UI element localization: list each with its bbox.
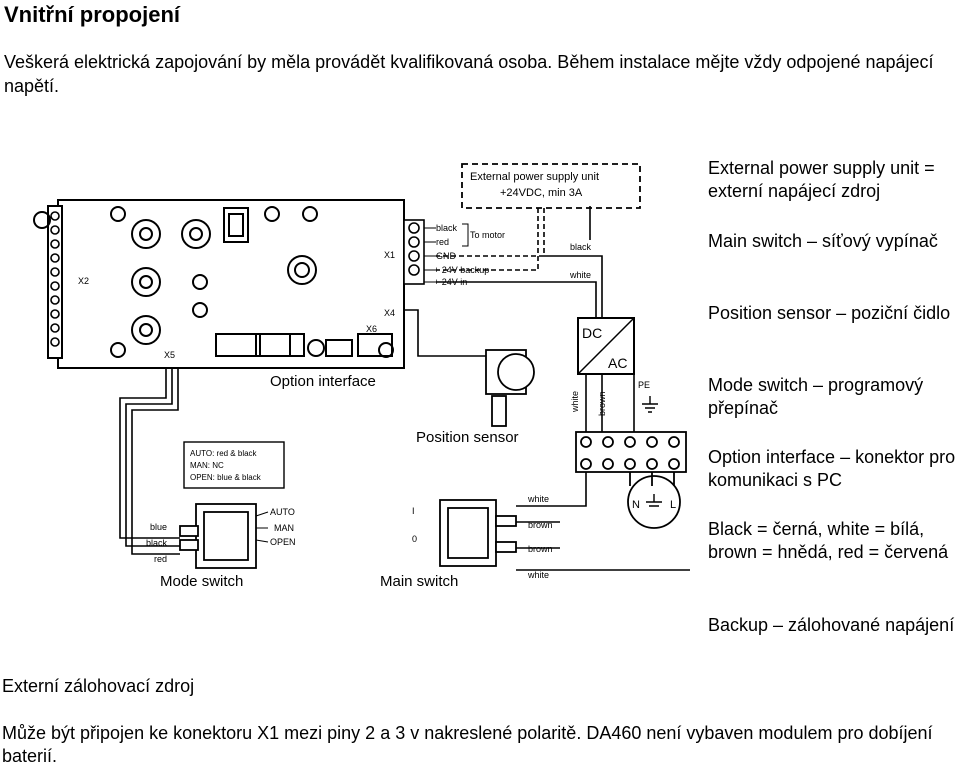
ms-red-label: red <box>154 554 167 564</box>
ms-open-label: OPEN <box>270 537 296 547</box>
mode-note-box <box>183 441 285 489</box>
pe-label: PE <box>638 380 650 390</box>
ms-auto-label: AUTO <box>270 507 295 517</box>
x2-label: X2 <box>78 276 89 286</box>
mode-switch-label: Mode switch <box>160 573 243 590</box>
psu-box-line1: External power supply unit <box>470 171 599 183</box>
mode-note-line3: OPEN: blue & black <box>190 473 262 482</box>
dc-ac-converter: DC AC <box>577 317 635 375</box>
main-switch-label: Main switch <box>380 573 458 590</box>
wire-black-label: black <box>570 242 592 252</box>
sensor-wire <box>404 309 486 357</box>
main-switch-wires <box>516 472 690 571</box>
position-sensor <box>485 349 535 427</box>
psu-box-line2: +24VDC, min 3A <box>500 187 583 199</box>
x1-connector <box>403 219 425 285</box>
x1-terminal-labels: black red GND + 24V backup + 24V in To m… <box>424 223 505 287</box>
legend-mode-switch: Mode switch – programový přepínač <box>708 375 924 418</box>
legend-position-sensor: Position sensor – poziční čidlo <box>708 303 951 323</box>
x1-label: X1 <box>384 250 395 260</box>
intro-text: Veškerá elektrická zapojování by měla pr… <box>4 52 934 96</box>
control-board <box>33 199 405 369</box>
trans-white-label: white <box>570 391 580 413</box>
term-red: red <box>436 237 449 247</box>
x5-label: X5 <box>164 350 175 360</box>
ac-label: AC <box>608 355 627 371</box>
wire-white-label: white <box>569 270 591 280</box>
main-switch <box>439 499 517 567</box>
motor-bracket <box>462 223 469 247</box>
main-white-bottom: white <box>527 570 549 580</box>
mode-note-line2: MAN: NC <box>190 461 224 470</box>
mains-plug <box>627 472 681 529</box>
wiring-diagram: X2 X1 X4 X5 X6 Option interface black re… <box>33 163 690 590</box>
n-label: N <box>632 499 640 511</box>
mode-switch <box>179 503 257 569</box>
l-label: L <box>670 499 676 511</box>
main-white-top: white <box>527 494 549 504</box>
legend-psu: External power supply unit = externí nap… <box>708 158 935 201</box>
backup-heading: Externí zálohovací zdroj <box>2 676 195 696</box>
option-interface-label: Option interface <box>270 373 376 390</box>
legend-backup: Backup – zálohované napájení <box>708 615 955 635</box>
position-sensor-label: Position sensor <box>416 429 519 446</box>
main-i-label: I <box>412 506 415 516</box>
legend-option-interface: Option interface – konektor pro komunika… <box>708 447 956 490</box>
main-brown-top: brown <box>528 520 553 530</box>
main-o-label: 0 <box>412 534 417 544</box>
ms-man-label: MAN <box>274 523 294 533</box>
x2-pins <box>50 211 60 347</box>
term-black: black <box>436 223 458 233</box>
trans-brown-label: brown <box>597 391 607 416</box>
mode-switch-wires <box>119 368 180 555</box>
dc-wires <box>436 206 603 318</box>
ac-leads <box>585 374 635 432</box>
dc-label: DC <box>582 325 602 341</box>
legend-colors: Black = černá, white = bílá, brown = hně… <box>708 519 949 562</box>
terminal-block <box>575 431 687 473</box>
legend-main-switch: Main switch – síťový vypínač <box>708 231 938 251</box>
psu-box <box>461 163 641 209</box>
page-title: Vnitřní propojení <box>4 2 180 27</box>
x4-label: X4 <box>384 308 395 318</box>
ground-symbol <box>642 396 658 413</box>
x6-label: X6 <box>366 324 377 334</box>
to-motor-label: To motor <box>470 230 505 240</box>
mains-ground-icon <box>646 494 662 507</box>
ms-position-labels: AUTO MAN OPEN <box>255 507 296 547</box>
ms-blue-label: blue <box>150 522 167 532</box>
backup-text: Může být připojen ke konektoru X1 mezi p… <box>2 723 933 766</box>
ms-black-label: black <box>146 538 168 548</box>
main-brown-bottom: brown <box>528 544 553 554</box>
mode-note-line1: AUTO: red & black <box>190 449 258 458</box>
